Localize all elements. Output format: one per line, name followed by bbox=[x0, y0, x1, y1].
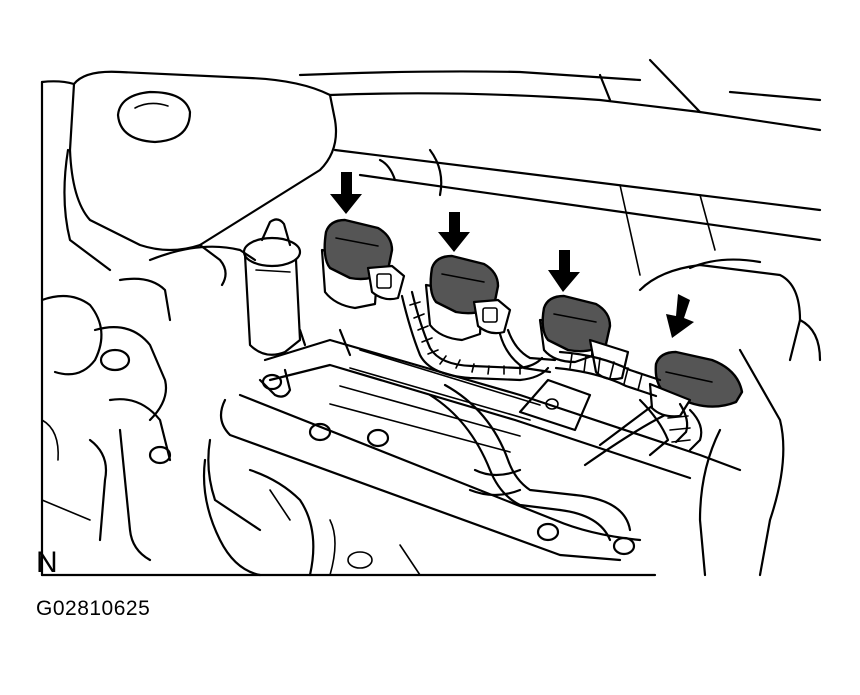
arrow-coil-4 bbox=[666, 294, 694, 338]
orientation-label: N bbox=[36, 546, 58, 579]
wiring-harness bbox=[400, 290, 703, 457]
figure-code: G02810625 bbox=[36, 597, 151, 620]
arrow-coil-2 bbox=[438, 212, 470, 252]
down-arrow-icon bbox=[548, 250, 580, 292]
left-engine-details bbox=[40, 245, 257, 562]
ignition-coil-4 bbox=[648, 350, 744, 418]
reservoir bbox=[63, 70, 338, 287]
frame-outline bbox=[40, 80, 657, 577]
head-cover bbox=[207, 328, 742, 562]
arrow-coil-1 bbox=[330, 172, 362, 214]
cowl-lines bbox=[298, 58, 822, 276]
arrow-coil-3 bbox=[548, 250, 580, 292]
ignition-coil-3 bbox=[538, 294, 630, 381]
down-arrow-icon bbox=[330, 172, 362, 214]
lower-component bbox=[202, 458, 421, 577]
ignition-coil-1 bbox=[320, 218, 406, 310]
down-arrow-icon bbox=[438, 212, 470, 252]
down-arrow-icon bbox=[666, 294, 694, 338]
bracket-plate bbox=[518, 378, 592, 432]
ignition-coil-2 bbox=[424, 254, 512, 342]
oil-filler bbox=[242, 218, 302, 356]
right-bracket bbox=[638, 258, 822, 577]
